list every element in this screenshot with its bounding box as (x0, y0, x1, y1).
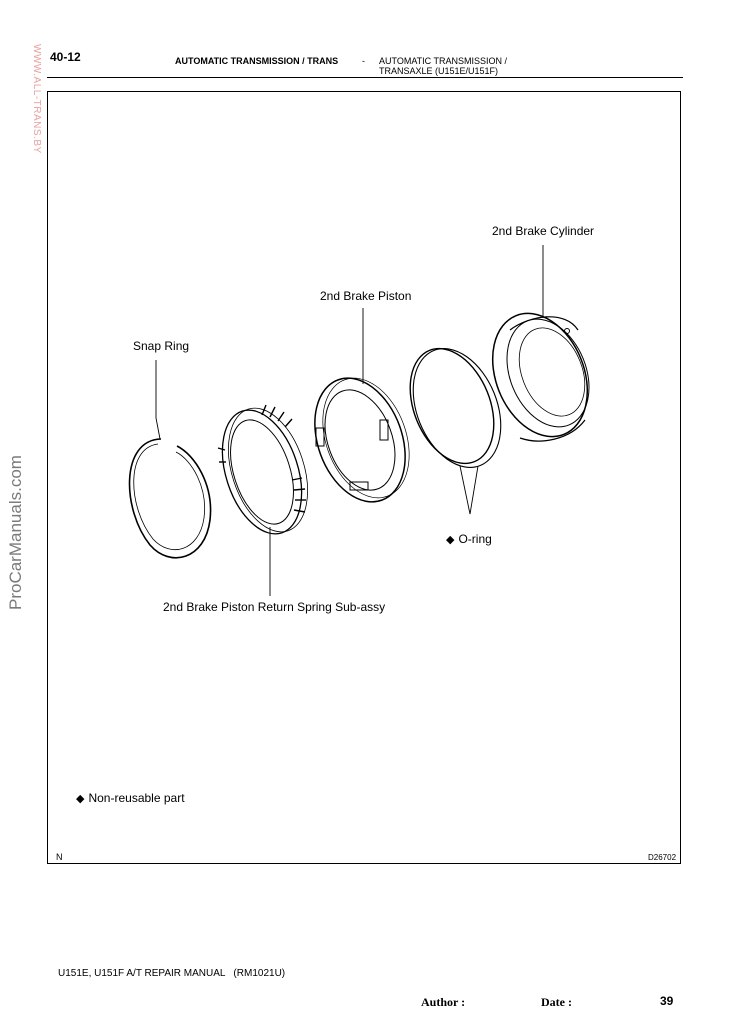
date-label: Date : (541, 995, 572, 1009)
figure-frame (47, 91, 681, 864)
header-rule (47, 77, 683, 78)
label-o-ring: ◆O-ring (446, 532, 492, 546)
subsection-title: AUTOMATIC TRANSMISSION / TRANSAXLE (U151… (379, 56, 507, 76)
figure-id: D26702 (648, 853, 677, 862)
footer-page-number: 39 (660, 994, 674, 1008)
non-reusable-diamond-icon: ◆ (446, 534, 455, 546)
subsection-title-line1: AUTOMATIC TRANSMISSION / (379, 56, 508, 66)
label-return-spring: 2nd Brake Piston Return Spring Sub-assy (163, 600, 386, 614)
watermark-all-trans: WWW.ALL-TRANS.BY (31, 44, 42, 154)
brake-cylinder-part (491, 312, 590, 442)
author-label: Author : (421, 995, 466, 1009)
leader-lines (155, 245, 544, 596)
section-title: AUTOMATIC TRANSMISSION / TRANS (175, 56, 339, 66)
manual-title: U151E, U151F A/T REPAIR MANUAL (RM1021U) (58, 968, 286, 979)
snap-ring-part (128, 438, 212, 559)
legend-diamond-icon: ◆ (76, 793, 85, 805)
corner-code: N (56, 852, 63, 862)
o-ring-parts (409, 347, 502, 468)
label-snap-ring: Snap Ring (133, 339, 190, 353)
label-o-ring-text: O-ring (458, 532, 492, 546)
header-separator: - (362, 56, 365, 66)
legend-text: Non-reusable part (88, 791, 185, 805)
legend-non-reusable: ◆Non-reusable part (76, 791, 185, 805)
return-spring-part (217, 404, 308, 535)
label-brake-cylinder: 2nd Brake Cylinder (492, 224, 595, 238)
brake-piston-part (314, 377, 410, 503)
label-brake-piston: 2nd Brake Piston (320, 289, 412, 303)
page-number: 40-12 (50, 50, 81, 64)
subsection-title-line2: TRANSAXLE (U151E/U151F) (379, 66, 499, 76)
leader-snap-ring (155, 360, 161, 440)
leader-o-ring (459, 465, 479, 515)
